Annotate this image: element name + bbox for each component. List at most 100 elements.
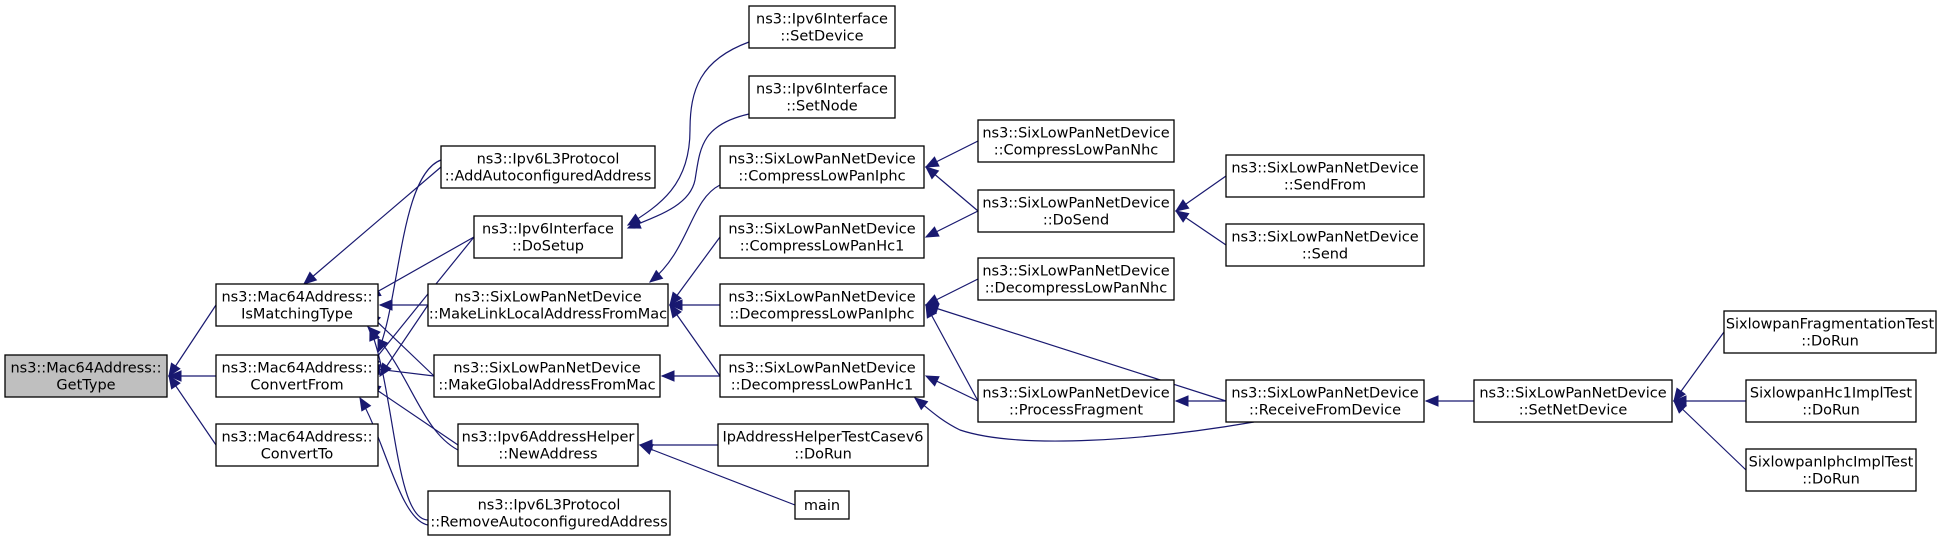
node-box [977, 257, 1175, 301]
nodes-layer: ns3::Mac64Address::GetTypens3::Mac64Addr… [4, 5, 1937, 536]
arrowhead-icon [167, 370, 182, 382]
call-edge-removeAuto-to-isMatching [369, 326, 429, 521]
node-label-line: ns3::SixLowPanNetDevice [728, 290, 915, 306]
node-box [473, 215, 623, 259]
graph-node-decIphc[interactable]: ns3::SixLowPanNetDevice::DecompressLowPa… [719, 283, 925, 327]
call-edge-iphcTest-to-setNetDevice [1673, 400, 1747, 471]
graph-node-convertFrom[interactable]: ns3::Mac64Address::ConvertFrom [215, 354, 379, 398]
graph-node-makeLL[interactable]: ns3::SixLowPanNetDevice::MakeLinkLocalAd… [427, 283, 669, 327]
edge-line [369, 327, 429, 521]
node-box [440, 145, 656, 189]
node-label-line: ::ReceiveFromDevice [1249, 403, 1401, 419]
graph-node-procFrag[interactable]: ns3::SixLowPanNetDevice::ProcessFragment [977, 379, 1175, 423]
graph-node-addAuto[interactable]: ns3::Ipv6L3Protocol::AddAutoconfiguredAd… [440, 145, 656, 189]
call-edge-compIphc-to-makeLL [648, 184, 721, 283]
node-label-line: main [804, 498, 840, 514]
node-box [717, 423, 929, 467]
graph-node-compNhc[interactable]: ns3::SixLowPanNetDevice::CompressLowPanN… [977, 119, 1175, 163]
edge-line [649, 184, 721, 283]
graph-node-hc1Test[interactable]: SixlowpanHc1ImplTest::DoRun [1745, 379, 1917, 423]
call-edge-setNetDevice-to-recvFromDev [1424, 395, 1474, 407]
graph-node-doSetup[interactable]: ns3::Ipv6Interface::DoSetup [473, 215, 623, 259]
node-label-line: ns3::SixLowPanNetDevice [1231, 386, 1418, 402]
graph-node-isMatching[interactable]: ns3::Mac64Address::IsMatchingType [215, 283, 379, 327]
call-edge-main-to-newAddress [638, 444, 796, 506]
node-label-line: ns3::Ipv6Interface [482, 222, 614, 238]
graph-node-fragTest[interactable]: SixlowpanFragmentationTest::DoRun [1723, 310, 1937, 354]
graph-node-doSend[interactable]: ns3::SixLowPanNetDevice::DoSend [977, 189, 1175, 233]
node-label-line: ::CompressLowPanIphc [738, 169, 905, 185]
graph-node-setDevice[interactable]: ns3::Ipv6Interface::SetDevice [748, 5, 896, 49]
arrowhead-icon [638, 444, 654, 455]
graph-node-setNetDevice[interactable]: ns3::SixLowPanNetDevice::SetNetDevice [1473, 379, 1673, 423]
node-label-line: ::RemoveAutoconfiguredAddress [430, 515, 667, 531]
graph-node-recvFromDev[interactable]: ns3::SixLowPanNetDevice::ReceiveFromDevi… [1225, 379, 1425, 423]
call-edge-doSend-to-compIphc [925, 166, 979, 212]
graph-node-main[interactable]: main [794, 490, 850, 520]
call-edge-doSend-to-compHc1 [924, 210, 979, 238]
arrowhead-icon [925, 166, 940, 180]
node-box [1225, 223, 1425, 267]
arrowhead-icon [303, 271, 318, 285]
node-box [719, 145, 925, 189]
call-edge-sendFrom-to-doSend [1174, 175, 1227, 212]
arrowhead-icon [1424, 395, 1439, 407]
graph-node-setNode[interactable]: ns3::Ipv6Interface::SetNode [748, 75, 896, 119]
node-label-line: SixlowpanFragmentationTest [1726, 317, 1935, 333]
node-label-line: ::MakeLinkLocalAddressFromMac [429, 307, 667, 323]
node-box [1225, 154, 1425, 198]
edges-layer [167, 41, 1747, 526]
graph-node-getType[interactable]: ns3::Mac64Address::GetType [4, 354, 168, 398]
call-edge-decNhc-to-decIphc [924, 278, 979, 306]
graph-node-convertTo[interactable]: ns3::Mac64Address::ConvertTo [215, 423, 379, 467]
graph-node-decNhc[interactable]: ns3::SixLowPanNetDevice::DecompressLowPa… [977, 257, 1175, 301]
edge-line [627, 113, 750, 229]
edge-line [168, 375, 217, 446]
node-label-line: GetType [56, 378, 115, 394]
call-edge-decHc1-to-makeGlobal [660, 370, 720, 382]
node-box [4, 354, 168, 398]
node-label-line: IpAddressHelperTestCasev6 [722, 430, 923, 446]
node-label-line: ::DecompressLowPanNhc [985, 281, 1167, 297]
call-edge-hc1Test-to-setNetDevice [1672, 395, 1746, 407]
graph-node-compIphc[interactable]: ns3::SixLowPanNetDevice::CompressLowPanI… [719, 145, 925, 189]
edge-line [925, 304, 979, 402]
node-label-line: ns3::SixLowPanNetDevice [1231, 230, 1418, 246]
call-edge-fragTest-to-setNetDevice [1673, 331, 1725, 403]
edge-line [367, 236, 475, 369]
arrowhead-icon [1174, 395, 1189, 407]
node-box [977, 189, 1175, 233]
graph-node-ipHelperTest[interactable]: IpAddressHelperTestCasev6::DoRun [717, 423, 929, 467]
node-label-line: ns3::Ipv6AddressHelper [462, 430, 635, 446]
node-label-line: ns3::SixLowPanNetDevice [453, 361, 640, 377]
graph-node-makeGlobal[interactable]: ns3::SixLowPanNetDevice::MakeGlobalAddre… [433, 354, 661, 398]
node-label-line: ::SetNode [786, 99, 858, 115]
edge-line [303, 166, 442, 285]
graph-node-removeAuto[interactable]: ns3::Ipv6L3Protocol::RemoveAutoconfigure… [427, 490, 671, 536]
call-edge-recvFromDev-to-procFrag [1174, 395, 1226, 407]
graph-node-decHc1[interactable]: ns3::SixLowPanNetDevice::DecompressLowPa… [719, 354, 925, 398]
call-edge-convertTo-to-getType [168, 374, 217, 446]
node-box [433, 354, 661, 398]
node-label-line: ::DecompressLowPanHc1 [731, 378, 914, 394]
node-box [215, 283, 379, 327]
edge-line [359, 397, 429, 526]
node-label-line: ::DoSend [1043, 213, 1109, 229]
node-label-line: ns3::Ipv6Interface [756, 12, 888, 28]
edge-line [914, 397, 1255, 442]
node-label-line: ns3::Mac64Address:: [221, 290, 372, 306]
node-label-line: ns3::SixLowPanNetDevice [982, 126, 1169, 142]
node-label-line: ns3::SixLowPanNetDevice [1231, 161, 1418, 177]
edge-line [669, 304, 721, 377]
arrowhead-icon [660, 370, 675, 382]
graph-node-send[interactable]: ns3::SixLowPanNetDevice::Send [1225, 223, 1425, 267]
node-label-line: ns3::Mac64Address:: [221, 361, 372, 377]
node-box [794, 490, 850, 520]
node-box [1745, 448, 1917, 492]
graph-node-compHc1[interactable]: ns3::SixLowPanNetDevice::CompressLowPanH… [719, 215, 925, 259]
graph-node-newAddress[interactable]: ns3::Ipv6AddressHelper::NewAddress [457, 423, 639, 467]
node-label-line: SixlowpanHc1ImplTest [1750, 386, 1912, 402]
arrowhead-icon [1673, 400, 1688, 414]
graph-node-sendFrom[interactable]: ns3::SixLowPanNetDevice::SendFrom [1225, 154, 1425, 198]
graph-node-iphcTest[interactable]: SixlowpanIphcImplTest::DoRun [1745, 448, 1917, 492]
